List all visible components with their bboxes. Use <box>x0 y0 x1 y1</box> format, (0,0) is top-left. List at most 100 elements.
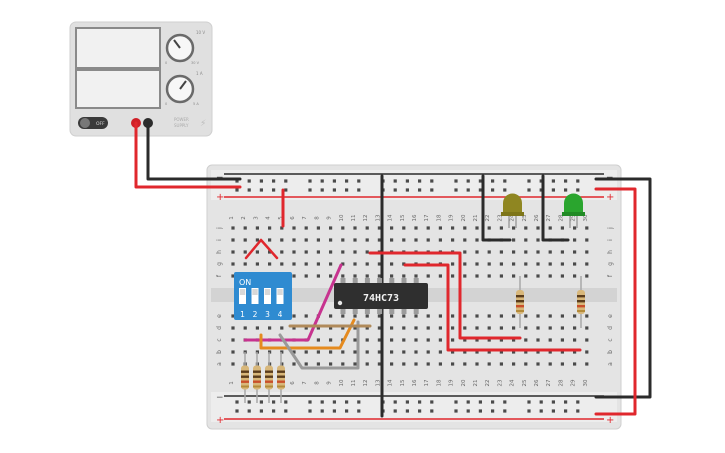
breadboard-hole[interactable] <box>304 362 308 366</box>
rail-hole[interactable] <box>320 179 324 183</box>
rail-hole[interactable] <box>308 179 312 183</box>
breadboard-hole[interactable] <box>292 250 296 254</box>
rail-hole[interactable] <box>418 179 422 183</box>
breadboard-hole[interactable] <box>390 350 394 354</box>
breadboard-hole[interactable] <box>316 238 320 242</box>
breadboard-hole[interactable] <box>316 274 320 278</box>
wires[interactable] <box>134 121 652 418</box>
breadboard-hole[interactable] <box>402 338 406 342</box>
rail-hole[interactable] <box>454 400 458 404</box>
breadboard-hole[interactable] <box>463 350 467 354</box>
dip-toggle-slot[interactable] <box>251 288 259 304</box>
psu-positive-wire[interactable] <box>134 121 242 189</box>
breadboard-hole[interactable] <box>402 262 406 266</box>
breadboard-hole[interactable] <box>475 238 479 242</box>
breadboard-hole[interactable] <box>499 338 503 342</box>
breadboard-hole[interactable] <box>536 238 540 242</box>
breadboard-hole[interactable] <box>573 338 577 342</box>
breadboard-hole[interactable] <box>243 262 247 266</box>
breadboard-hole[interactable] <box>585 350 589 354</box>
rail-hole[interactable] <box>576 179 580 183</box>
rail-hole[interactable] <box>430 409 434 413</box>
breadboard-hole[interactable] <box>329 350 333 354</box>
breadboard-hole[interactable] <box>316 326 320 330</box>
rail-hole[interactable] <box>551 179 555 183</box>
rail-hole[interactable] <box>539 409 543 413</box>
rail-hole[interactable] <box>466 179 470 183</box>
rail-hole[interactable] <box>357 400 361 404</box>
rail-hole[interactable] <box>430 179 434 183</box>
clock-input-wire[interactable] <box>243 263 343 342</box>
breadboard-hole[interactable] <box>475 338 479 342</box>
breadboard-hole[interactable] <box>463 314 467 318</box>
breadboard-hole[interactable] <box>365 338 369 342</box>
rail-hole[interactable] <box>491 409 495 413</box>
breadboard-hole[interactable] <box>536 250 540 254</box>
breadboard-hole[interactable] <box>463 274 467 278</box>
breadboard-hole[interactable] <box>353 350 357 354</box>
dip-toggle-knob[interactable] <box>277 289 283 295</box>
breadboard-hole[interactable] <box>524 226 528 230</box>
rail-hole[interactable] <box>466 400 470 404</box>
breadboard-hole[interactable] <box>573 274 577 278</box>
breadboard-hole[interactable] <box>414 226 418 230</box>
breadboard-hole[interactable] <box>512 314 516 318</box>
breadboard-hole[interactable] <box>426 314 430 318</box>
rail-hole[interactable] <box>418 400 422 404</box>
breadboard-hole[interactable] <box>329 362 333 366</box>
rail-hole[interactable] <box>418 188 422 192</box>
breadboard-hole[interactable] <box>280 262 284 266</box>
breadboard-hole[interactable] <box>487 226 491 230</box>
rail-hole[interactable] <box>308 188 312 192</box>
rail-hole[interactable] <box>332 179 336 183</box>
breadboard-hole[interactable] <box>292 326 296 330</box>
breadboard-hole[interactable] <box>292 226 296 230</box>
rail-hole[interactable] <box>564 400 568 404</box>
rail-hole[interactable] <box>551 188 555 192</box>
rail-hole[interactable] <box>430 400 434 404</box>
rail-hole[interactable] <box>284 179 288 183</box>
breadboard-hole[interactable] <box>292 238 296 242</box>
breadboard-hole[interactable] <box>560 362 564 366</box>
breadboard-hole[interactable] <box>548 338 552 342</box>
breadboard-hole[interactable] <box>487 326 491 330</box>
breadboard-hole[interactable] <box>402 314 406 318</box>
rail-hole[interactable] <box>491 400 495 404</box>
rail-hole[interactable] <box>272 188 276 192</box>
rail-hole[interactable] <box>430 188 434 192</box>
rail-hole[interactable] <box>466 188 470 192</box>
breadboard-hole[interactable] <box>536 226 540 230</box>
rail-hole[interactable] <box>527 409 531 413</box>
breadboard-hole[interactable] <box>548 362 552 366</box>
rail-hole[interactable] <box>345 188 349 192</box>
rail-hole[interactable] <box>235 409 239 413</box>
breadboard-hole[interactable] <box>512 274 516 278</box>
rail-hole[interactable] <box>454 409 458 413</box>
rail-hole[interactable] <box>418 409 422 413</box>
rail-hole[interactable] <box>405 188 409 192</box>
green-led-resistor[interactable] <box>577 276 585 328</box>
rail-hole[interactable] <box>405 179 409 183</box>
breadboard-hole[interactable] <box>231 362 235 366</box>
rail-hole[interactable] <box>284 400 288 404</box>
rail-hole[interactable] <box>466 409 470 413</box>
breadboard-hole[interactable] <box>475 326 479 330</box>
breadboard-hole[interactable] <box>304 350 308 354</box>
breadboard-hole[interactable] <box>353 362 357 366</box>
breadboard-hole[interactable] <box>585 226 589 230</box>
breadboard-hole[interactable] <box>475 250 479 254</box>
breadboard-hole[interactable] <box>292 314 296 318</box>
breadboard-hole[interactable] <box>329 326 333 330</box>
breadboard-hole[interactable] <box>451 362 455 366</box>
breadboard-hole[interactable] <box>548 262 552 266</box>
rail-hole[interactable] <box>345 409 349 413</box>
breadboard-hole[interactable] <box>548 326 552 330</box>
breadboard-hole[interactable] <box>390 326 394 330</box>
breadboard-hole[interactable] <box>438 338 442 342</box>
breadboard-hole[interactable] <box>560 350 564 354</box>
breadboard-hole[interactable] <box>499 326 503 330</box>
breadboard-hole[interactable] <box>426 350 430 354</box>
breadboard-hole[interactable] <box>390 238 394 242</box>
breadboard-hole[interactable] <box>512 326 516 330</box>
breadboard-hole[interactable] <box>585 262 589 266</box>
